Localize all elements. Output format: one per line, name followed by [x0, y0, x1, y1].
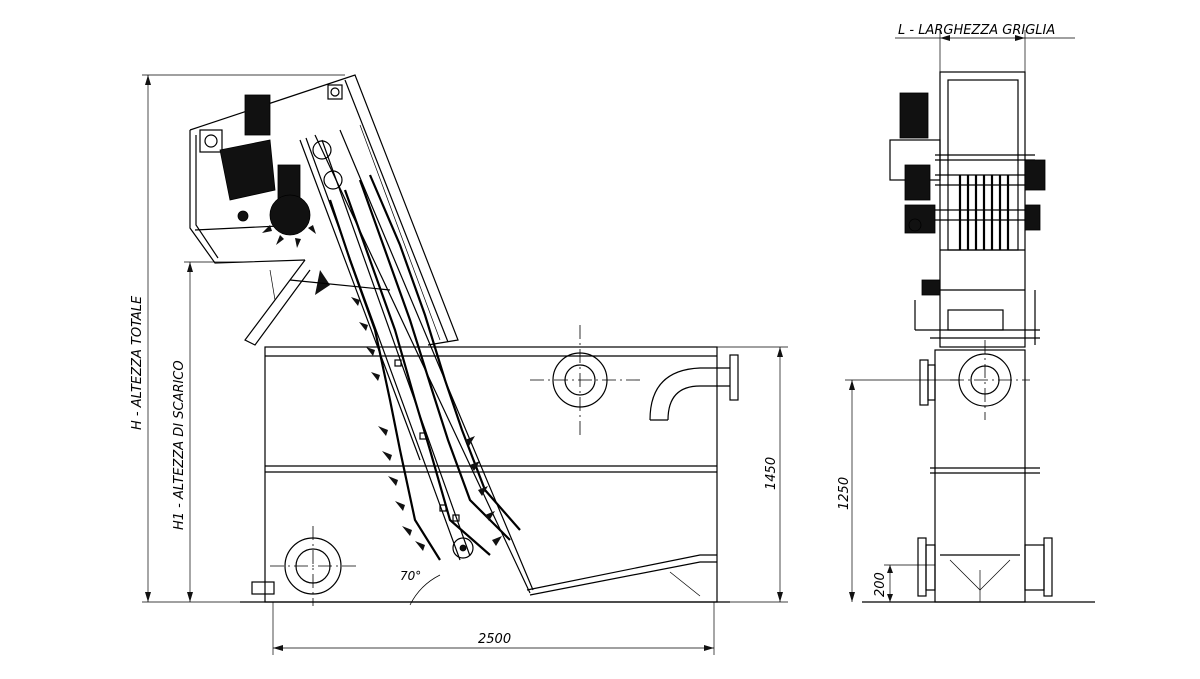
elbow-pipe: [649, 354, 739, 421]
dim-total-height: H - ALTEZZA TOTALE: [130, 74, 345, 603]
screen-frame: [279, 74, 534, 594]
label-altezza-scarico: H1 - ALTEZZA DI SCARICO: [172, 360, 187, 530]
screen-bars: [935, 154, 1035, 250]
dim-200: 200: [873, 564, 935, 602]
label-larghezza: L - LARGHEZZA GRIGLIA: [898, 23, 1055, 38]
tank-side: [240, 346, 730, 603]
label-1250: 1250: [837, 477, 852, 510]
dim-width: L - LARGHEZZA GRIGLIA: [895, 23, 1075, 72]
drive-motor-side: [199, 84, 391, 295]
side-view: 70° H - ALTEZZA TOTALE H1 - ALTEZZA DI S…: [130, 74, 788, 655]
dim-1250: 1250: [837, 379, 960, 602]
screen-front: [889, 71, 1046, 348]
label-2500: 2500: [478, 632, 511, 647]
label-1450: 1450: [764, 457, 779, 490]
label-200: 200: [873, 572, 888, 597]
dim-discharge-height: H1 - ALTEZZA DI SCARICO: [172, 261, 245, 602]
outlet-flange-side: [530, 325, 640, 435]
angle-label: 70°: [400, 569, 421, 583]
angle-mark: 70°: [400, 569, 441, 606]
dim-2500: 2500: [272, 602, 715, 655]
tank-front: [862, 340, 1095, 603]
front-view: L - LARGHEZZA GRIGLIA 1250 200: [837, 23, 1095, 603]
label-altezza-totale: H - ALTEZZA TOTALE: [130, 295, 145, 430]
dim-1450: 1450: [717, 346, 788, 603]
inlet-flange-side: [270, 526, 356, 606]
